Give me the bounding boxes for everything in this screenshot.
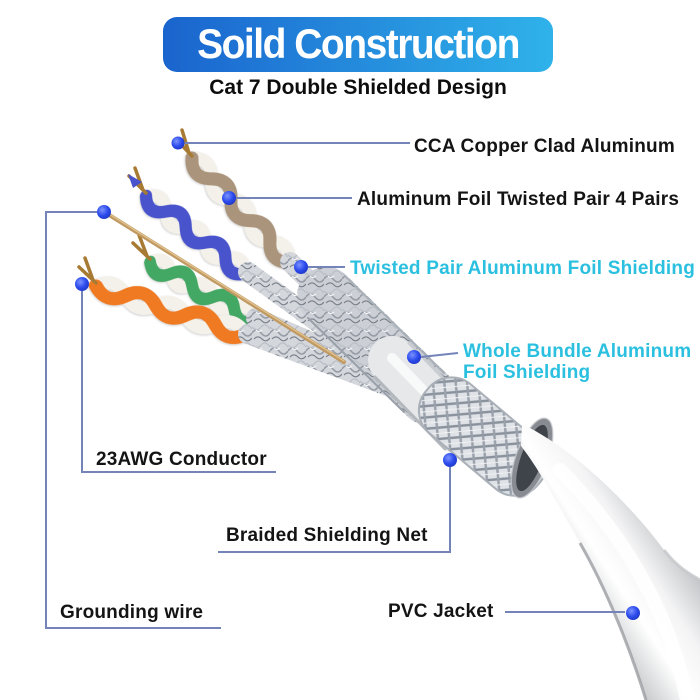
leader-braided-shielding-net: [218, 467, 451, 553]
label-cca: CCA Copper Clad Aluminum: [414, 136, 675, 157]
label-whole-bundle-line2: Foil Shielding: [463, 362, 591, 383]
page-subtitle: Cat 7 Double Shielded Design: [209, 76, 507, 99]
twisted-pair-green: [144, 253, 262, 329]
label-aluminum-foil-twisted-pair: Aluminum Foil Twisted Pair 4 Pairs: [357, 189, 680, 210]
label-twisted-pair-foil-shielding: Twisted Pair Aluminum Foil Shielding: [350, 258, 695, 279]
leader-lines: [45, 142, 625, 629]
label-braided-shielding-net: Braided Shielding Net: [226, 525, 428, 546]
page-title: Soild Construction: [197, 21, 520, 68]
marker-dot-twisted-pair-foil-shielding: [294, 260, 308, 274]
marker-dot-grounding-wire: [97, 205, 111, 219]
leader-grounding-wire: [45, 211, 221, 629]
blue-strand-tip: [128, 174, 142, 188]
marker-dot-aluminum-foil-twisted-pair: [222, 191, 236, 205]
marker-dot-cca: [171, 136, 185, 150]
marker-dot-23awg-conductor: [75, 277, 89, 291]
twisted-pair-blue: [139, 189, 252, 281]
marker-dot-whole-bundle-foil-shielding: [407, 350, 421, 364]
label-grounding-wire: Grounding wire: [60, 602, 204, 623]
leader-23awg-conductor: [81, 291, 276, 473]
marker-dots: [75, 136, 640, 620]
marker-dot-pvc-jacket: [626, 606, 640, 620]
twisted-pair-orange: [88, 276, 253, 345]
title-banner: Soild Construction: [163, 17, 553, 72]
pvc-jacket-shape: [521, 424, 700, 700]
marker-dot-braided-shielding-net: [443, 453, 457, 467]
grounding-wire-strand: [104, 211, 346, 364]
label-pvc-jacket: PVC Jacket: [388, 601, 494, 622]
label-23awg-conductor: 23AWG Conductor: [96, 449, 267, 470]
label-whole-bundle-foil-shielding: Whole Bundle Aluminum Foil Shielding: [463, 341, 691, 383]
label-whole-bundle-line1: Whole Bundle Aluminum: [463, 341, 692, 362]
leader-whole-bundle-foil-shielding: [420, 352, 459, 358]
twisted-pair-tan: [185, 151, 296, 270]
